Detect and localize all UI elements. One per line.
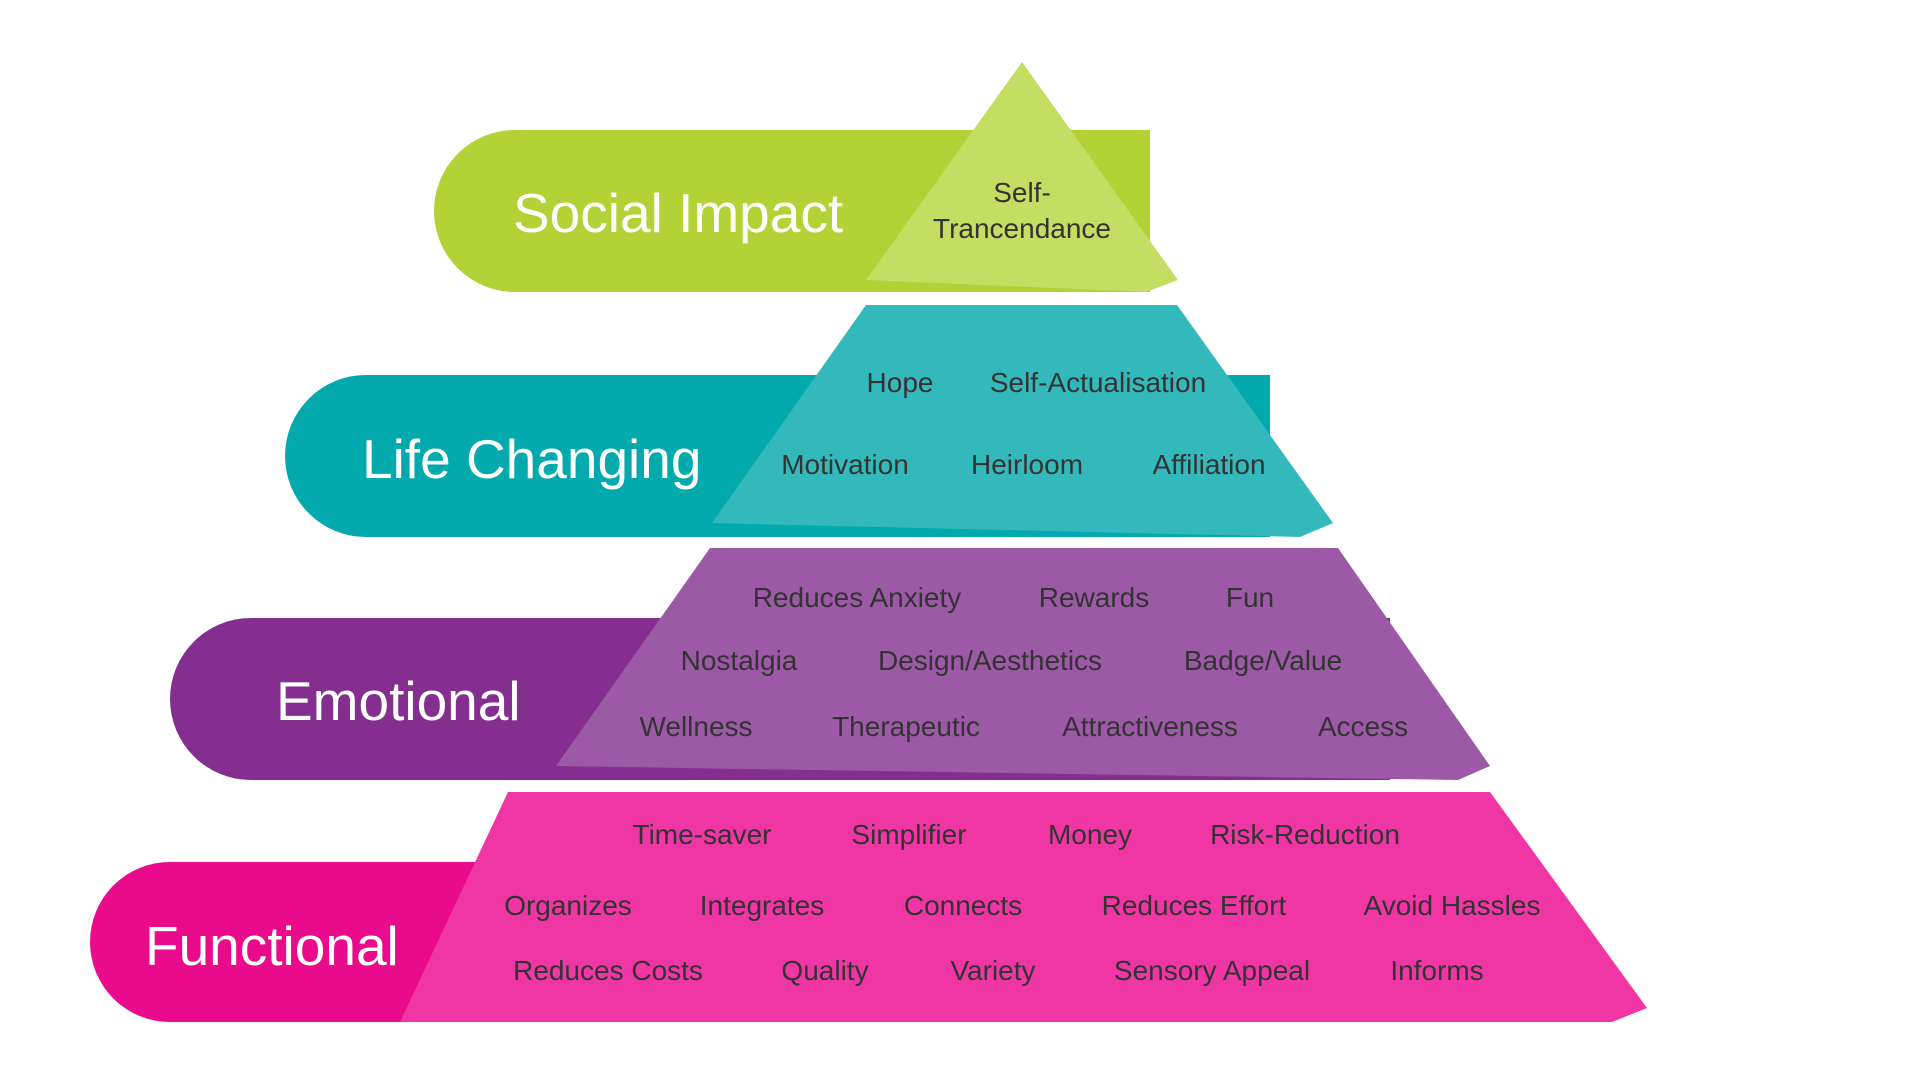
- tier-life-changing: Life Changing Hope Self-Actualisation Mo…: [285, 305, 1333, 537]
- item-time-saver: Time-saver: [633, 819, 772, 850]
- tier-title-functional: Functional: [145, 915, 399, 977]
- item-informs: Informs: [1390, 955, 1483, 986]
- item-simplifier: Simplifier: [851, 819, 966, 850]
- item-affiliation: Affiliation: [1152, 449, 1265, 480]
- item-design-aesthetics: Design/Aesthetics: [878, 645, 1102, 676]
- item-motivation: Motivation: [781, 449, 909, 480]
- item-attractiveness: Attractiveness: [1062, 711, 1238, 742]
- item-fun: Fun: [1226, 582, 1274, 613]
- item-therapeutic: Therapeutic: [832, 711, 980, 742]
- item-organizes: Organizes: [504, 890, 632, 921]
- item-quality: Quality: [781, 955, 868, 986]
- item-badge-value: Badge/Value: [1184, 645, 1342, 676]
- item-connects: Connects: [904, 890, 1022, 921]
- item-sensory-appeal: Sensory Appeal: [1114, 955, 1310, 986]
- item-variety: Variety: [950, 955, 1035, 986]
- item-money: Money: [1048, 819, 1132, 850]
- social-impact-triangle: [866, 62, 1178, 292]
- tier-functional: Functional Time-saver Simplifier Money R…: [90, 792, 1647, 1022]
- item-risk-reduction: Risk-Reduction: [1210, 819, 1400, 850]
- item-reduces-costs: Reduces Costs: [513, 955, 703, 986]
- item-nostalgia: Nostalgia: [681, 645, 798, 676]
- functional-trapezoid: [400, 792, 1647, 1022]
- item-integrates: Integrates: [700, 890, 825, 921]
- item-reduces-anxiety: Reduces Anxiety: [753, 582, 962, 613]
- item-wellness: Wellness: [639, 711, 752, 742]
- item-access: Access: [1318, 711, 1408, 742]
- item-reduces-effort: Reduces Effort: [1102, 890, 1287, 921]
- tier-emotional: Emotional Reduces Anxiety Rewards Fun No…: [170, 548, 1490, 780]
- item-trancendance: Trancendance: [933, 213, 1111, 244]
- tier-title-emotional: Emotional: [276, 670, 521, 732]
- tier-title-life-changing: Life Changing: [362, 428, 701, 490]
- emotional-trapezoid: [556, 548, 1490, 780]
- item-rewards: Rewards: [1039, 582, 1149, 613]
- tier-social-impact: Social Impact Self- Trancendance: [434, 62, 1178, 292]
- item-heirloom: Heirloom: [971, 449, 1083, 480]
- life-changing-trapezoid: [712, 305, 1333, 537]
- tier-title-social-impact: Social Impact: [513, 182, 843, 244]
- item-avoid-hassles: Avoid Hassles: [1364, 890, 1541, 921]
- item-self: Self-: [993, 177, 1051, 208]
- item-hope: Hope: [867, 367, 934, 398]
- item-self-actualisation: Self-Actualisation: [990, 367, 1206, 398]
